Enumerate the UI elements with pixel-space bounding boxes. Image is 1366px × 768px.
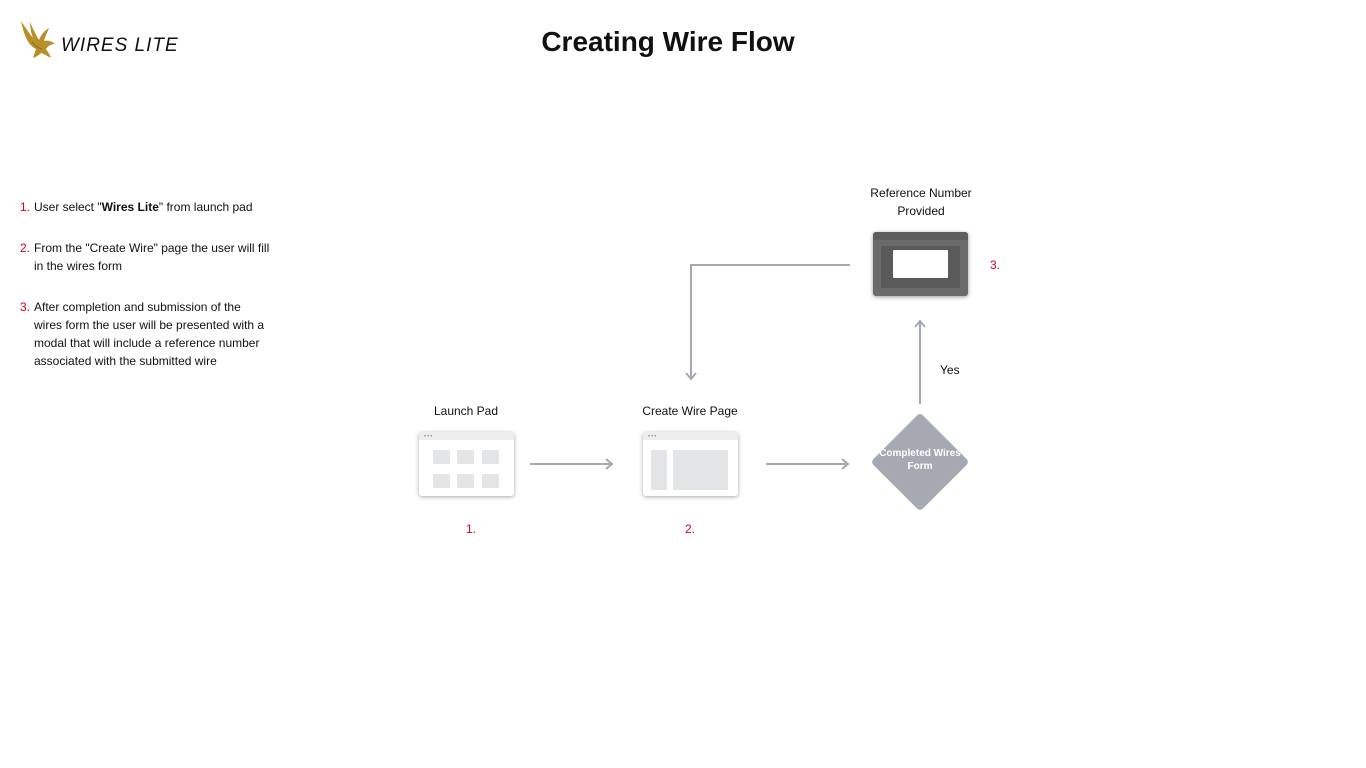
reference-label: Reference Number Provided — [870, 186, 972, 218]
step-number: 3. — [20, 300, 31, 314]
app-tile — [482, 474, 499, 488]
app-tile — [433, 474, 450, 488]
reference-modal — [893, 250, 948, 278]
step-marker: 3. — [990, 258, 1001, 272]
window-dots-icon: ••• — [424, 434, 434, 440]
step-text: User select "Wires Lite" from launch pad — [34, 200, 253, 214]
step-item: 2. From the "Create Wire" page the user … — [20, 239, 270, 275]
sidebar-block — [651, 450, 667, 490]
step-text: From the "Create Wire" page the user wil… — [34, 241, 270, 273]
step-item: 1. User select "Wires Lite" from launch … — [20, 198, 270, 216]
decision-node[interactable]: Completed Wires Form — [870, 412, 970, 512]
arrow-decision-to-reference — [914, 319, 926, 404]
eagle-icon — [21, 21, 55, 58]
logo-text: WIRES LITE — [61, 35, 179, 56]
app-tile — [457, 474, 474, 488]
app-tile — [482, 450, 499, 464]
step-item: 3. After completion and submission of th… — [20, 298, 270, 370]
create-wire-thumbnail[interactable]: ••• — [643, 432, 738, 496]
step-text: After completion and submission of the w… — [34, 300, 265, 368]
launch-pad-label: Launch Pad — [433, 404, 499, 418]
window-titlebar — [873, 232, 968, 240]
step-highlight: Wires Lite — [101, 200, 159, 214]
step-number: 1. — [20, 200, 31, 214]
window-titlebar: ••• — [419, 432, 514, 440]
arrow-create-to-decision — [766, 458, 850, 470]
logo[interactable]: WIRES LITE — [18, 18, 198, 62]
decision-label: Completed Wires Form — [879, 448, 961, 472]
window-titlebar: ••• — [643, 432, 738, 440]
reference-thumbnail[interactable] — [873, 232, 968, 296]
app-tile — [433, 450, 450, 464]
arrow-reference-to-create — [685, 264, 850, 381]
app-tile — [457, 450, 474, 464]
step-marker: 1. — [466, 522, 477, 536]
content-block — [673, 450, 728, 490]
step-number: 2. — [20, 241, 31, 255]
yes-label: Yes — [940, 363, 960, 377]
launch-pad-thumbnail[interactable]: ••• — [419, 432, 514, 496]
page-title: Creating Wire Flow — [541, 26, 795, 57]
create-wire-label: Create Wire Page — [642, 404, 738, 418]
step-list: 1. User select "Wires Lite" from launch … — [20, 198, 270, 393]
step-marker: 2. — [685, 522, 696, 536]
window-dots-icon: ••• — [648, 434, 658, 440]
arrow-launch-to-create — [530, 458, 614, 470]
